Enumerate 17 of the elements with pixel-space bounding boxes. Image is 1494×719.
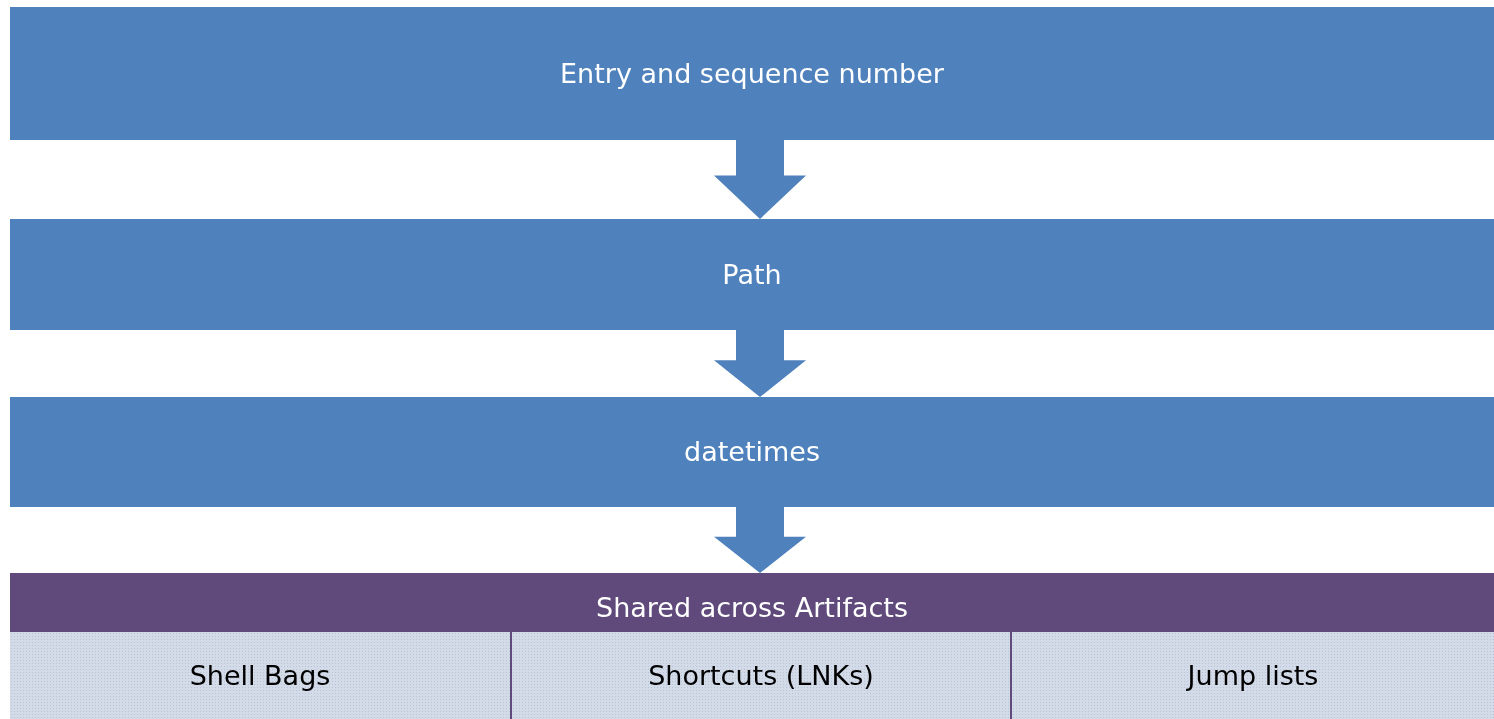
artifact-box [512,632,1010,719]
process-box [10,397,1494,507]
box-label: Shortcuts (LNKs) [648,658,874,693]
block-arrow [714,507,806,573]
band-heading: Shared across Artifacts [596,591,908,625]
artifact-box [10,632,510,719]
box-label: Shell Bags [189,658,331,693]
process-box [10,7,1494,140]
group-band [10,573,1494,719]
box-label: Entry and sequence number [560,56,944,91]
box-label: Path [722,257,782,292]
box-label: datetimes [684,435,820,469]
box-label: Jump lists [1187,658,1319,693]
block-arrow [714,330,806,397]
artifact-box [1012,632,1494,719]
block-arrow [714,140,806,219]
process-box [10,219,1494,330]
